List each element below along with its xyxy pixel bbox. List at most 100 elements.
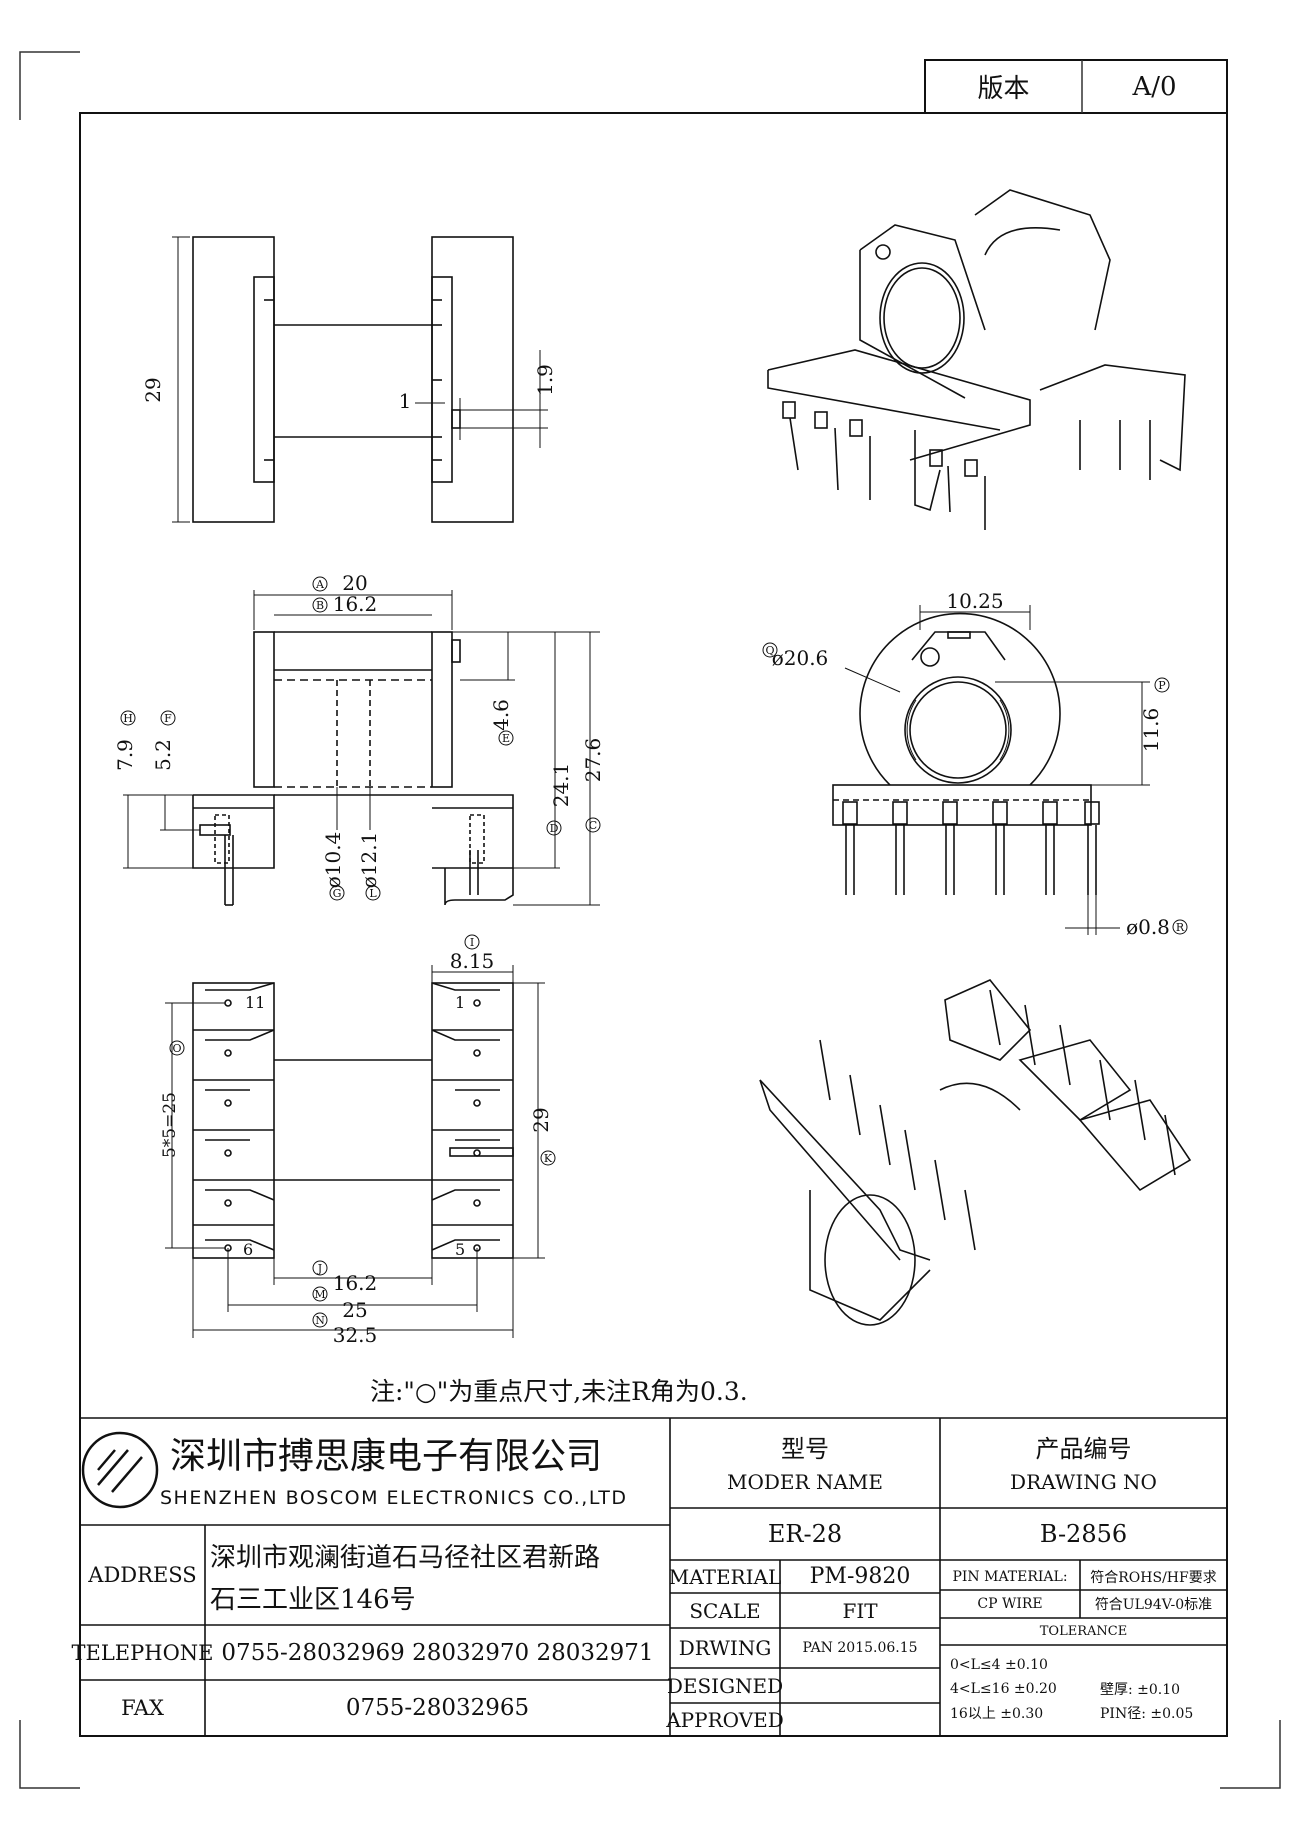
svg-text:G: G — [333, 887, 342, 900]
pin-11-label: 11 — [245, 993, 265, 1012]
isometric-view-top — [767, 189, 1186, 530]
marker-g: G — [329, 885, 345, 901]
pin-material-value: 符合ROHS/HF要求 — [1090, 1569, 1217, 1586]
svg-text:C: C — [589, 819, 597, 832]
svg-text:J: J — [317, 1262, 322, 1275]
model-label-en: MODER NAME — [727, 1470, 883, 1494]
dim-25: 25 — [342, 1298, 367, 1322]
approved-value — [780, 1703, 940, 1736]
tolerance-row-2: 4<L≤16 ±0.20 — [950, 1680, 1057, 1697]
svg-text:D: D — [550, 822, 559, 835]
model-label-cn: 型号 — [781, 1434, 829, 1463]
svg-text:B: B — [316, 599, 324, 612]
isometric-view-bottom — [759, 979, 1192, 1326]
svg-text:E: E — [502, 732, 510, 745]
dim-29-bottom: 29 — [529, 1107, 553, 1132]
dim-12-1: ø12.1 — [357, 832, 381, 889]
tolerance-row-1: 0<L≤4 ±0.10 — [950, 1656, 1048, 1673]
version-value: A/0 — [1132, 71, 1177, 102]
marker-i: I — [464, 934, 480, 950]
marker-o: O — [169, 1040, 185, 1056]
marker-d: D — [546, 820, 562, 836]
dim-8-15: 8.15 — [450, 949, 495, 973]
dim-5x5: 5*5=25 — [160, 1092, 180, 1158]
dim-0-8: ø0.8 — [1126, 915, 1170, 939]
marker-h: H — [120, 710, 136, 726]
drawing-no-label-en: DRAWING NO — [1010, 1470, 1157, 1494]
dim-29: 29 — [141, 377, 165, 402]
dim-16-2: 16.2 — [333, 592, 378, 616]
version-label: 版本 — [977, 74, 1030, 104]
svg-text:Q: Q — [765, 644, 774, 657]
address-label: ADDRESS — [88, 1563, 197, 1587]
marker-j: J — [312, 1260, 328, 1276]
marker-f: F — [160, 710, 176, 726]
dim-20-6: ø20.6 — [772, 646, 829, 670]
marker-p: P — [1154, 677, 1170, 693]
address-line1: 深圳市观澜街道石马径社区君新路 — [210, 1542, 601, 1573]
svg-text:F: F — [164, 712, 172, 725]
svg-text:I: I — [470, 936, 474, 949]
designed-value — [780, 1668, 940, 1703]
cp-wire-label: CP WIRE — [977, 1596, 1043, 1612]
dim-10-4: ø10.4 — [321, 832, 345, 889]
tolerance-label: TOLERANCE — [1039, 1624, 1128, 1639]
company-name-en: SHENZHEN BOSCOM ELECTRONICS CO.,LTD — [160, 1487, 628, 1509]
dim-10-25: 10.25 — [946, 589, 1003, 613]
title-block-grid — [80, 1417, 1227, 1736]
pin-5-label: 5 — [455, 1240, 465, 1259]
svg-text:M: M — [314, 1288, 325, 1301]
tolerance-row-3: 16以上 ±0.30 — [950, 1705, 1044, 1722]
fax-value: 0755-28032965 — [345, 1695, 530, 1721]
designed-label: DESIGNED — [666, 1673, 784, 1698]
fax-label: FAX — [121, 1696, 164, 1720]
marker-k: K — [540, 1150, 556, 1166]
company-logo — [81, 1431, 159, 1509]
dim-1-9: 1.9 — [533, 364, 557, 396]
end-view — [832, 605, 1150, 935]
material-value: PM-9820 — [809, 1564, 911, 1589]
tolerance-wall: 壁厚: ±0.10 — [1100, 1681, 1181, 1698]
dim-27-6: 27.6 — [581, 738, 605, 783]
telephone-label: TELEPHONE — [71, 1640, 214, 1665]
svg-text:K: K — [544, 1152, 553, 1165]
dim-16-2-bottom: 16.2 — [333, 1271, 378, 1295]
drawing-no-value: B-2856 — [1039, 1520, 1128, 1548]
approved-label: APPROVED — [666, 1707, 784, 1732]
telephone-value: 0755-28032969 28032970 28032971 — [221, 1639, 654, 1666]
scale-value: FIT — [842, 1598, 878, 1623]
dim-4-6: 4.6 — [489, 699, 513, 731]
svg-text:P: P — [1158, 679, 1166, 692]
marker-r: R — [1172, 919, 1188, 935]
dim-5-2: 5.2 — [151, 739, 175, 771]
dim-32-5: 32.5 — [333, 1323, 378, 1347]
dim-11-6: 11.6 — [1139, 708, 1163, 753]
pin-6-label: 6 — [243, 1240, 253, 1259]
marker-e: E — [498, 730, 514, 746]
material-label: MATERIAL — [668, 1564, 782, 1589]
company-name-cn: 深圳市搏思康电子有限公司 — [170, 1436, 603, 1477]
svg-text:R: R — [1176, 921, 1185, 934]
dim-20: 20 — [342, 571, 367, 595]
dim-7-9: 7.9 — [113, 739, 137, 771]
dim-24-1: 24.1 — [549, 763, 573, 808]
svg-text:N: N — [315, 1314, 325, 1327]
svg-text:O: O — [172, 1042, 181, 1055]
marker-l: L — [365, 885, 381, 901]
drwing-label: DRWING — [678, 1636, 772, 1660]
pin-material-label: PIN MATERIAL: — [952, 1568, 1068, 1585]
drawing-note: 注:"○"为重点尺寸,未注R角为0.3. — [370, 1377, 748, 1406]
svg-text:H: H — [123, 712, 133, 725]
marker-c: C — [585, 817, 601, 833]
pin-1-label: 1 — [455, 993, 465, 1012]
drawing-no-label-cn: 产品编号 — [1035, 1434, 1132, 1463]
svg-text:L: L — [369, 887, 377, 900]
front-view — [123, 590, 600, 906]
bottom-view — [165, 965, 545, 1338]
marker-a: A — [312, 576, 328, 592]
marker-q: Q — [762, 642, 778, 658]
marker-m: M — [312, 1286, 328, 1302]
drwing-value: PAN 2015.06.15 — [802, 1640, 918, 1656]
